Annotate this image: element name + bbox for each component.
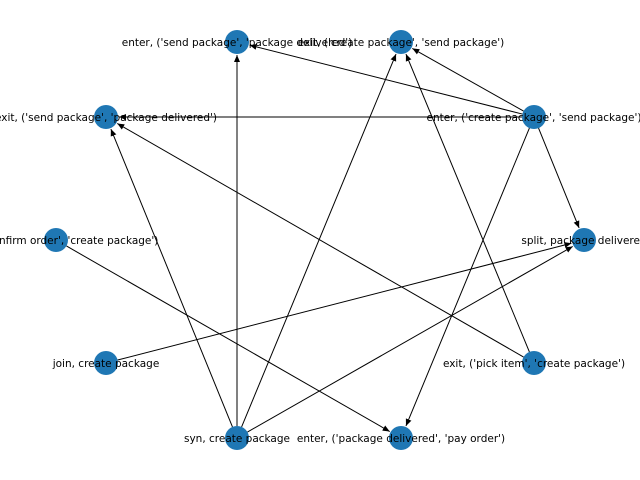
edge-n4-n9 (66, 245, 390, 432)
edge-n3-n1 (412, 47, 524, 112)
nodes-layer (44, 30, 596, 450)
labels-layer: enter, ('send package', 'package deliver… (0, 37, 640, 445)
graph-node (389, 426, 413, 450)
graph-node (389, 30, 413, 54)
node-label: enter, ('package delivered', 'pay order'… (297, 433, 505, 445)
node-label: enter, ('create package', 'send package'… (426, 112, 640, 124)
edge-n6-n5 (117, 242, 572, 361)
graph-node (94, 351, 118, 375)
node-label: enter, ('send package', 'package deliver… (122, 37, 353, 49)
graph-node (94, 105, 118, 129)
edge-n8-n1 (241, 53, 397, 428)
edge-n3-n5 (538, 127, 580, 229)
node-label: exit, ('pick item', 'create package') (443, 358, 625, 370)
edges-layer (66, 43, 580, 433)
graph-node (225, 426, 249, 450)
edge-n8-n2 (110, 128, 233, 428)
graph-node (522, 105, 546, 129)
node-label: split, package delivered (521, 235, 640, 247)
edge-n7-n1 (405, 53, 530, 353)
graph-node (44, 228, 68, 252)
node-label: syn, create package (184, 433, 290, 445)
edge-n8-n5 (247, 246, 573, 433)
edge-n3-n0 (249, 43, 523, 115)
node-label: join, create package (52, 358, 160, 370)
edge-n3-n9 (405, 127, 530, 427)
node-label: exit, ('confirm order', 'create package'… (0, 235, 158, 247)
graph-node (225, 30, 249, 54)
graph-node (572, 228, 596, 252)
node-label: exit, ('send package', 'package delivere… (0, 112, 217, 124)
edge-n7-n2 (117, 123, 524, 358)
graph-node (522, 351, 546, 375)
node-label: exit, ('create package', 'send package') (298, 37, 505, 49)
